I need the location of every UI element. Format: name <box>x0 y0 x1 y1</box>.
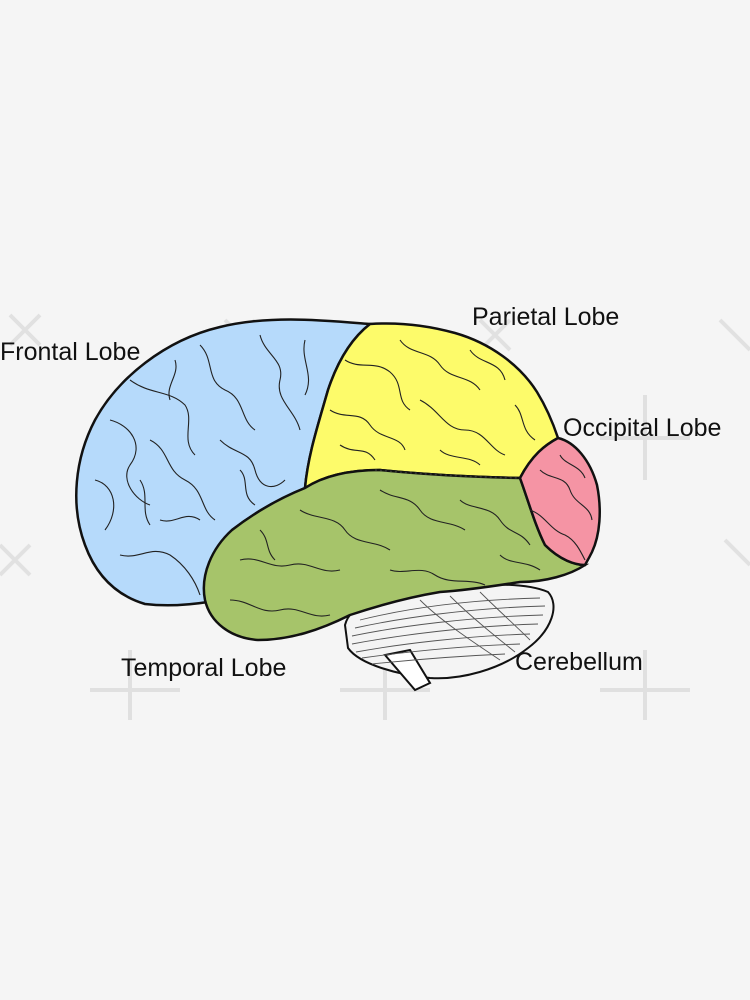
cerebellum-label: Cerebellum <box>515 648 643 676</box>
temporal-lobe-label: Temporal Lobe <box>121 654 287 682</box>
frontal-lobe-label: Frontal Lobe <box>0 338 141 366</box>
occipital-lobe-region <box>518 436 601 567</box>
cerebellum-region <box>343 583 555 692</box>
occipital-lobe-label: Occipital Lobe <box>563 414 722 442</box>
lobe-divider-dotted <box>374 469 521 479</box>
parietal-lobe-label: Parietal Lobe <box>472 303 620 331</box>
brainstem <box>383 648 432 692</box>
